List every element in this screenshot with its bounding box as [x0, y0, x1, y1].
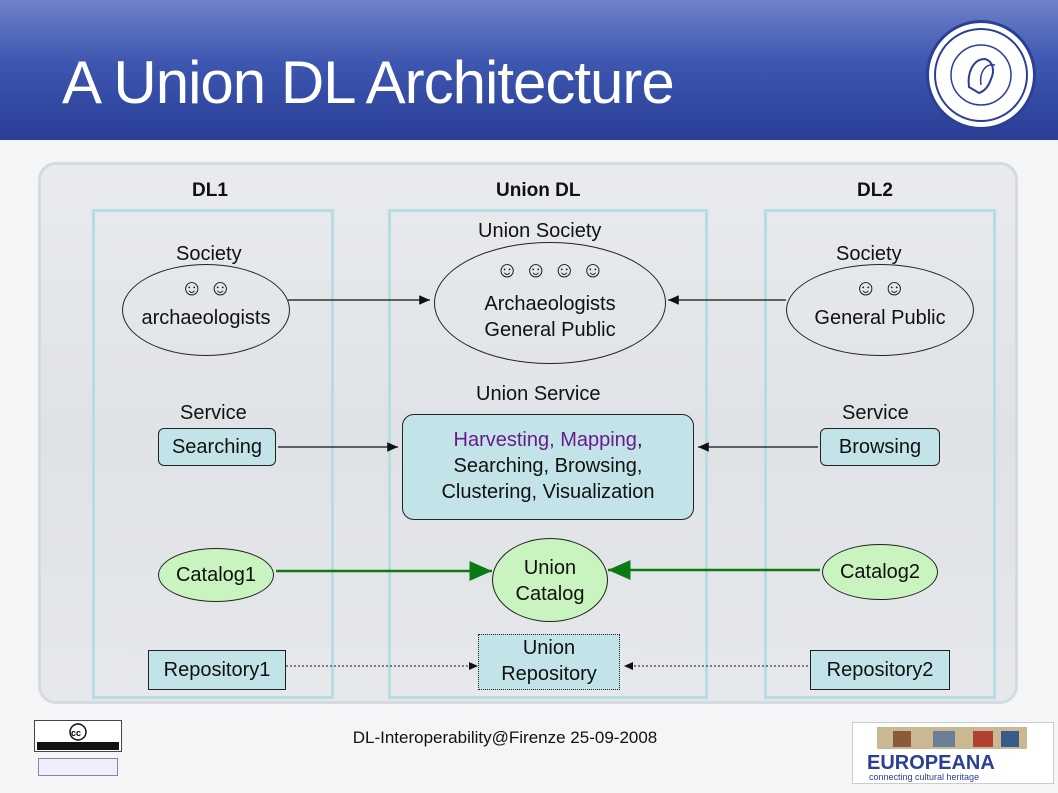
- union-service-harvesting: Harvesting, Mapping: [453, 429, 637, 451]
- dl2-service-label: Service: [842, 402, 909, 424]
- footer-text: DL-Interoperability@Firenze 25-09-2008: [352, 728, 658, 747]
- europeana-logo: EUROPEANA connecting cultural heritage: [852, 722, 1054, 784]
- svg-text:EUROPEANA: EUROPEANA: [867, 752, 995, 774]
- dl1-service-searching: Searching: [158, 428, 276, 466]
- union-service-box: Harvesting, Mapping, Searching, Browsing…: [402, 414, 694, 520]
- dl2-society-ellipse: ☺ ☺ General Public: [786, 264, 974, 356]
- svg-text:cc: cc: [71, 728, 81, 738]
- union-repository-line1: Union: [522, 637, 576, 659]
- union-catalog-line1: Union: [523, 557, 577, 579]
- dl1-society-ellipse: ☺ ☺ archaeologists: [122, 264, 290, 356]
- union-dl-column-box: [388, 209, 708, 699]
- humboldt-seal-logo: [926, 20, 1036, 130]
- slide-title: A Union DL Architecture: [62, 49, 675, 116]
- dl1-society-label: Society: [176, 243, 242, 265]
- dl1-smiley-icons: ☺ ☺: [180, 275, 232, 300]
- union-catalog: Union Catalog: [492, 538, 608, 622]
- dl2-society-text: General Public: [814, 307, 946, 329]
- title-bar: [0, 0, 1058, 140]
- column-header-dl2: DL2: [857, 180, 893, 201]
- union-society-label: Union Society: [478, 220, 602, 242]
- union-society-ellipse: ☺ ☺ ☺ ☺ Archaeologists General Public: [434, 242, 666, 364]
- dl1-society-text: archaeologists: [141, 307, 271, 329]
- column-header-dl1: DL1: [192, 180, 228, 201]
- creative-commons-logo: cc: [34, 720, 122, 752]
- dl1-service-label: Service: [180, 402, 247, 424]
- union-society-line2: General Public: [484, 319, 616, 341]
- column-header-union-dl: Union DL: [496, 180, 581, 201]
- union-service-label: Union Service: [476, 383, 601, 405]
- union-service-line2: Searching, Browsing,: [453, 455, 643, 477]
- union-service-line3: Clustering, Visualization: [441, 481, 655, 503]
- dl2-service-browsing: Browsing: [820, 428, 940, 466]
- dl2-smiley-icons: ☺ ☺: [854, 275, 906, 300]
- dl1-catalog: Catalog1: [158, 548, 274, 602]
- dl2-column-box: [764, 209, 996, 699]
- dl1-column-box: [92, 209, 334, 699]
- union-repository-line2: Repository: [501, 663, 597, 685]
- svg-text:connecting cultural heritage: connecting cultural heritage: [869, 772, 979, 782]
- union-repository: Union Repository: [478, 634, 620, 690]
- openoffice-logo: [38, 758, 118, 776]
- union-society-line1: Archaeologists: [484, 293, 616, 315]
- dl2-society-label: Society: [836, 243, 902, 265]
- dl1-repository: Repository1: [148, 650, 286, 690]
- dl2-catalog: Catalog2: [822, 544, 938, 600]
- union-catalog-line2: Catalog: [515, 583, 585, 605]
- union-smiley-icons: ☺ ☺ ☺ ☺: [495, 257, 605, 282]
- union-service-comma: ,: [636, 429, 643, 451]
- dl2-repository: Repository2: [810, 650, 950, 690]
